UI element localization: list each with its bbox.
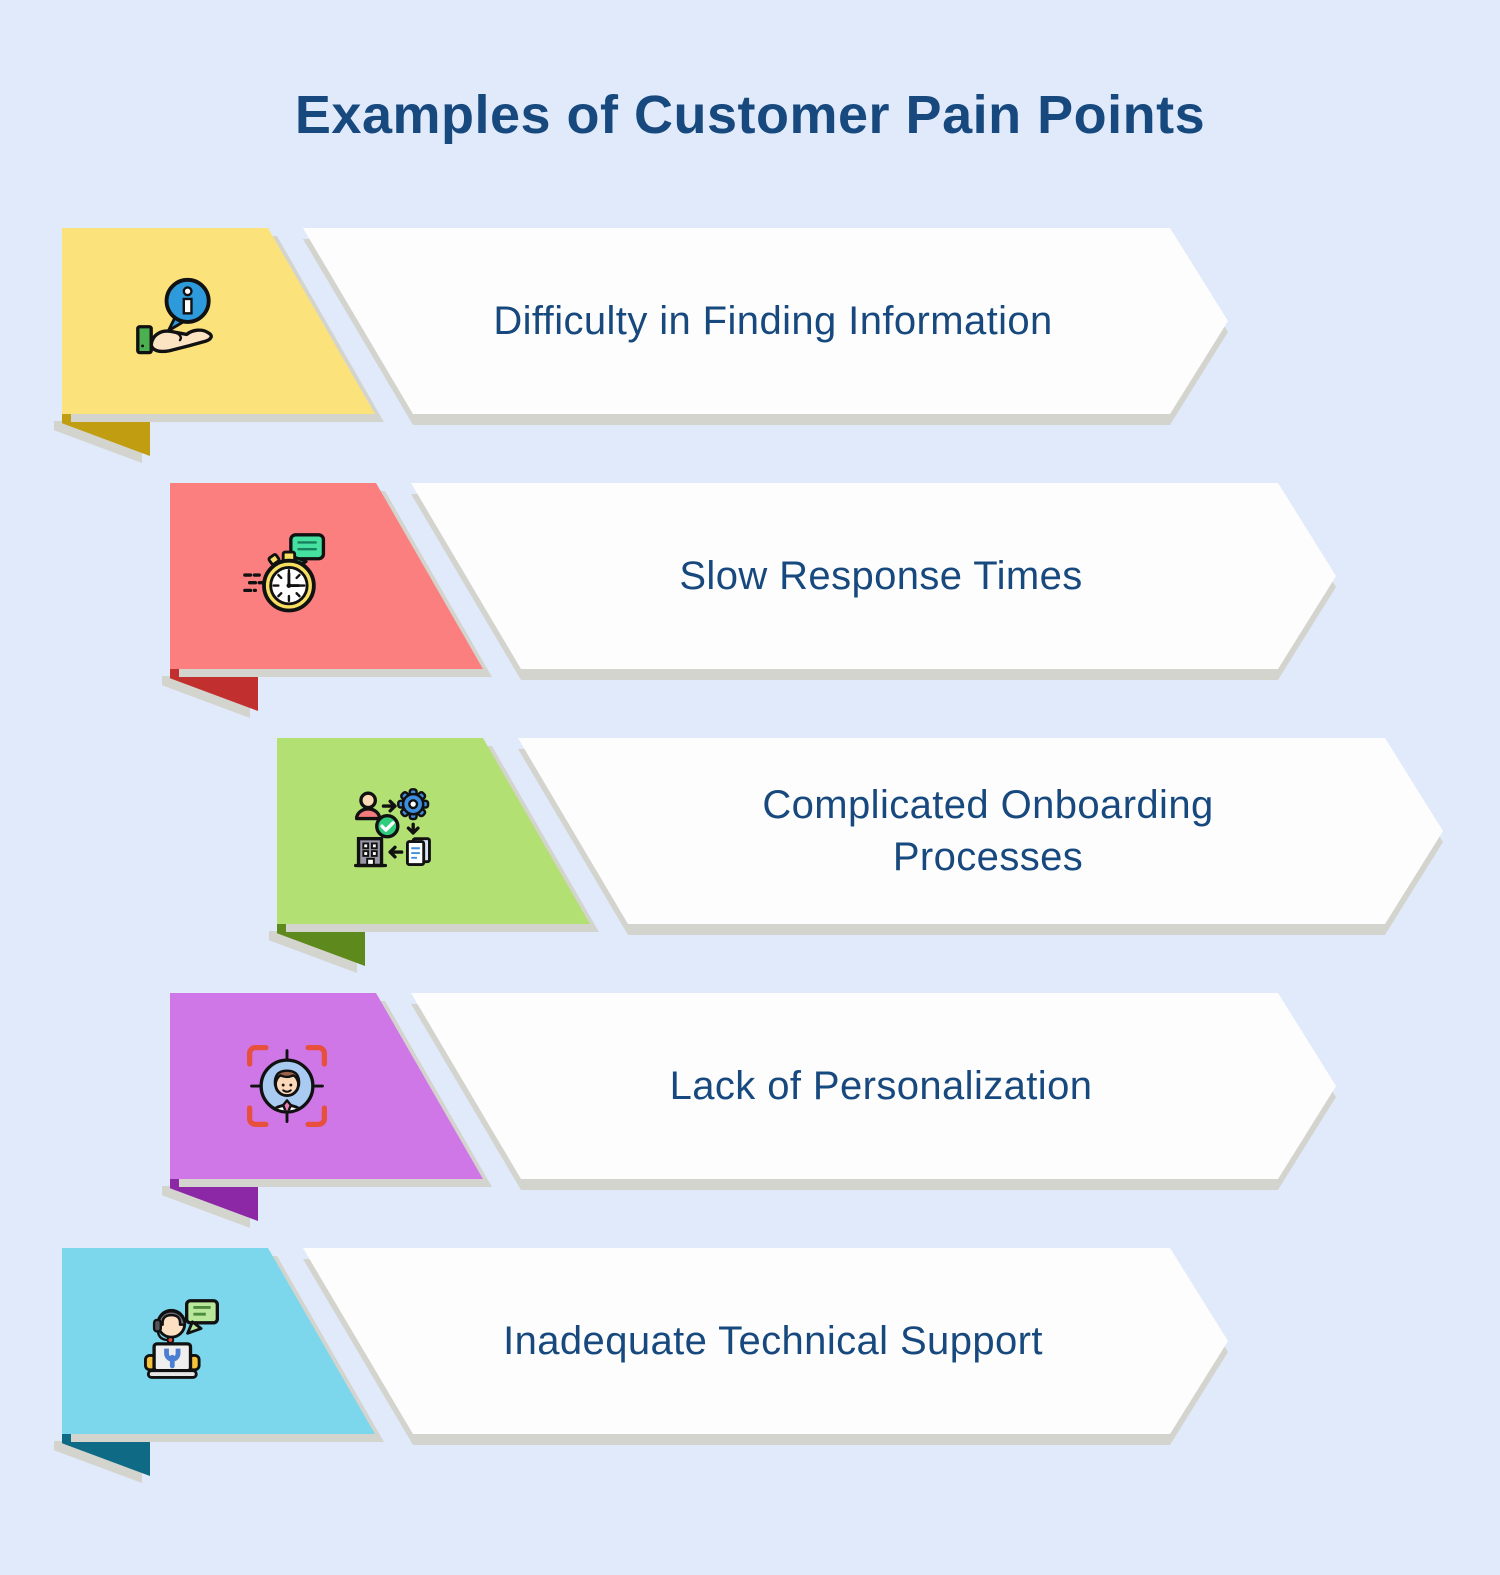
- label-banner: Lack of Personalization: [411, 993, 1336, 1179]
- icon-tab: [277, 738, 590, 924]
- target-customer-icon: [246, 1045, 328, 1127]
- pain-point-row-1: Difficulty in Finding Information: [0, 228, 1500, 456]
- label-banner: Difficulty in Finding Information: [303, 228, 1228, 414]
- pain-point-row-3: Complicated Onboarding Processes: [0, 738, 1500, 966]
- pain-point-label: Difficulty in Finding Information: [493, 299, 1053, 343]
- info-hand-icon: [136, 277, 213, 355]
- pain-point-row-5: Inadequate Technical Support: [0, 1248, 1500, 1476]
- support-agent-icon: [144, 1299, 220, 1379]
- ribbon-fold: [62, 414, 150, 456]
- icon-tab: [170, 993, 483, 1179]
- icon-tab: [170, 483, 483, 669]
- page-title: Examples of Customer Pain Points: [294, 85, 1206, 145]
- pain-point-row-2: Slow Response Times: [0, 483, 1500, 711]
- pain-point-label: Inadequate Technical Support: [503, 1319, 1043, 1363]
- ribbon-fold: [277, 924, 365, 966]
- icon-tab: [62, 1248, 375, 1434]
- label-banner: Slow Response Times: [411, 483, 1336, 669]
- pain-point-label: Lack of Personalization: [669, 1064, 1093, 1108]
- icon-tab: [62, 228, 375, 414]
- label-banner: Complicated Onboarding Processes: [518, 738, 1443, 924]
- fast-stopwatch-icon: [243, 533, 326, 613]
- label-banner: Inadequate Technical Support: [303, 1248, 1228, 1434]
- pain-point-label: Slow Response Times: [679, 554, 1083, 598]
- pain-point-label: Complicated Onboarding Processes: [762, 783, 1214, 879]
- ribbon-fold: [62, 1434, 150, 1476]
- ribbon-fold: [170, 669, 258, 711]
- ribbon-fold: [170, 1179, 258, 1221]
- pain-point-row-4: Lack of Personalization: [0, 993, 1500, 1221]
- onboarding-process-icon: [353, 788, 431, 868]
